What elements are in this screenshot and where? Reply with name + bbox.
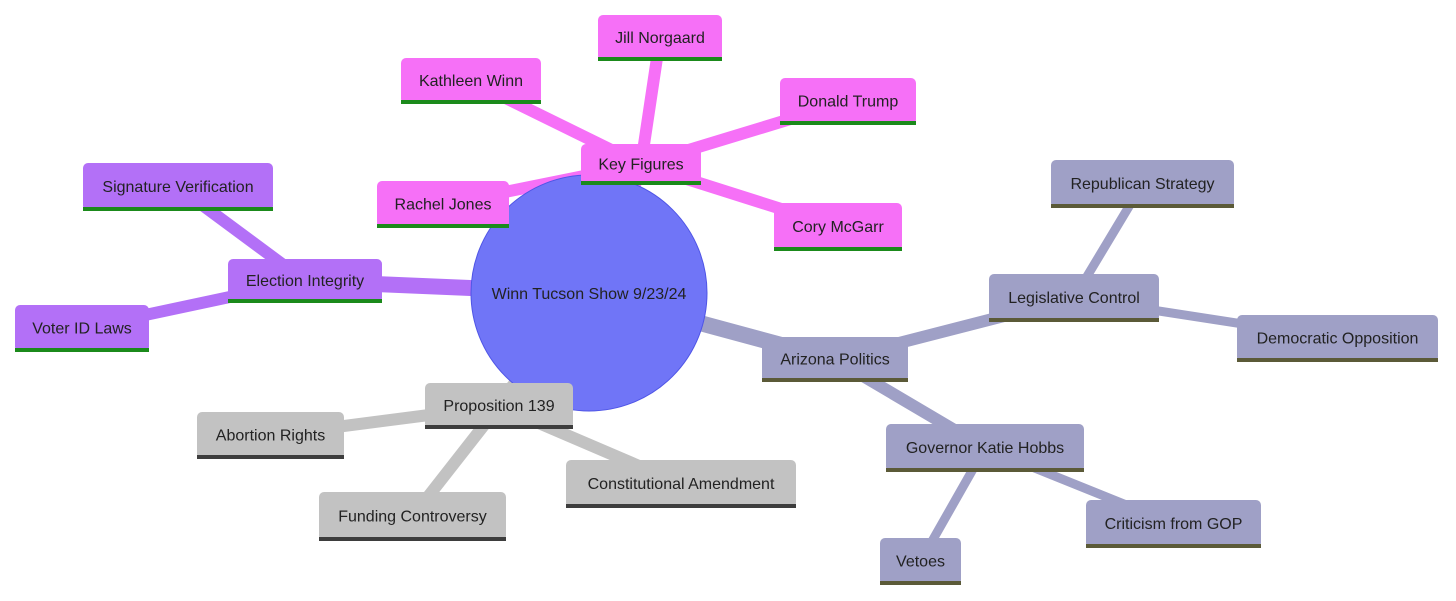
node-rachel-jones-box [377, 181, 509, 228]
branch-proposition-139-box [425, 383, 573, 429]
branch-election-integrity-box [228, 259, 382, 303]
node-constitutional-amendment-underline [566, 504, 796, 508]
node-constitutional-amendment-box [566, 460, 796, 508]
node-donald-trump-box [780, 78, 916, 125]
node-criticism-from-gop-underline [1086, 544, 1261, 548]
node-kathleen-winn-underline [401, 100, 541, 104]
node-cory-mcgarr[interactable]: Cory McGarr [774, 203, 902, 251]
node-voter-id-laws-underline [15, 348, 149, 352]
branch-arizona-politics-box [762, 337, 908, 382]
branch-arizona-politics-label: Arizona Politics [780, 352, 889, 369]
node-signature-verification-underline [83, 207, 273, 211]
node-voter-id-laws-box [15, 305, 149, 352]
node-republican-strategy-box [1051, 160, 1234, 208]
node-abortion-rights-underline [197, 455, 344, 459]
node-jill-norgaard-box [598, 15, 722, 61]
node-kathleen-winn-label: Kathleen Winn [419, 73, 523, 90]
node-governor-katie-hobbs[interactable]: Governor Katie Hobbs [886, 424, 1084, 472]
node-democratic-opposition[interactable]: Democratic Opposition [1237, 315, 1438, 362]
node-donald-trump[interactable]: Donald Trump [780, 78, 916, 125]
node-donald-trump-underline [780, 121, 916, 125]
node-legislative-control[interactable]: Legislative Control [989, 274, 1159, 322]
root-label: Winn Tucson Show 9/23/24 [492, 286, 687, 303]
node-criticism-from-gop-box [1086, 500, 1261, 548]
node-democratic-opposition-underline [1237, 358, 1438, 362]
branch-proposition-139[interactable]: Proposition 139 [425, 383, 573, 429]
node-constitutional-amendment[interactable]: Constitutional Amendment [566, 460, 796, 508]
branch-proposition-139-label: Proposition 139 [443, 398, 554, 415]
branch-key-figures-label: Key Figures [598, 157, 683, 174]
node-legislative-control-label: Legislative Control [1008, 290, 1140, 307]
branch-key-figures-underline [581, 181, 701, 185]
branch-election-integrity-underline [228, 299, 382, 303]
node-vetoes-underline [880, 581, 961, 585]
node-republican-strategy[interactable]: Republican Strategy [1051, 160, 1234, 208]
node-criticism-from-gop[interactable]: Criticism from GOP [1086, 500, 1261, 548]
node-signature-verification-box [83, 163, 273, 211]
branch-arizona-politics-underline [762, 378, 908, 382]
branch-arizona-politics[interactable]: Arizona Politics [762, 337, 908, 382]
node-jill-norgaard-underline [598, 57, 722, 61]
node-cory-mcgarr-label: Cory McGarr [792, 219, 884, 236]
node-legislative-control-underline [989, 318, 1159, 322]
node-voter-id-laws[interactable]: Voter ID Laws [15, 305, 149, 352]
node-vetoes-box [880, 538, 961, 585]
branch-key-figures-box [581, 144, 701, 185]
node-republican-strategy-underline [1051, 204, 1234, 208]
node-legislative-control-box [989, 274, 1159, 322]
branch-key-figures[interactable]: Key Figures [581, 144, 701, 185]
node-cory-mcgarr-underline [774, 247, 902, 251]
node-funding-controversy[interactable]: Funding Controversy [319, 492, 506, 541]
root-layer: Winn Tucson Show 9/23/24 [470, 174, 708, 412]
node-jill-norgaard[interactable]: Jill Norgaard [598, 15, 722, 61]
node-voter-id-laws-label: Voter ID Laws [32, 321, 132, 338]
node-vetoes[interactable]: Vetoes [880, 538, 961, 585]
node-rachel-jones[interactable]: Rachel Jones [377, 181, 509, 228]
node-governor-katie-hobbs-label: Governor Katie Hobbs [906, 440, 1064, 457]
node-kathleen-winn[interactable]: Kathleen Winn [401, 58, 541, 104]
node-rachel-jones-label: Rachel Jones [395, 197, 492, 214]
node-signature-verification-label: Signature Verification [102, 179, 253, 196]
node-abortion-rights-box [197, 412, 344, 459]
node-funding-controversy-underline [319, 537, 506, 541]
branch-proposition-139-underline [425, 425, 573, 429]
node-governor-katie-hobbs-underline [886, 468, 1084, 472]
node-funding-controversy-box [319, 492, 506, 541]
node-signature-verification[interactable]: Signature Verification [83, 163, 273, 211]
node-donald-trump-label: Donald Trump [798, 94, 899, 111]
branch-election-integrity-label: Election Integrity [246, 273, 364, 290]
node-criticism-from-gop-label: Criticism from GOP [1105, 516, 1243, 533]
node-kathleen-winn-box [401, 58, 541, 104]
node-democratic-opposition-box [1237, 315, 1438, 362]
node-republican-strategy-label: Republican Strategy [1070, 176, 1214, 193]
node-cory-mcgarr-box [774, 203, 902, 251]
node-governor-katie-hobbs-box [886, 424, 1084, 472]
node-vetoes-label: Vetoes [896, 554, 945, 571]
node-constitutional-amendment-label: Constitutional Amendment [588, 476, 775, 493]
node-rachel-jones-underline [377, 224, 509, 228]
node-abortion-rights-label: Abortion Rights [216, 428, 325, 445]
node-democratic-opposition-label: Democratic Opposition [1257, 331, 1419, 348]
node-funding-controversy-label: Funding Controversy [338, 509, 487, 526]
branch-election-integrity[interactable]: Election Integrity [228, 259, 382, 303]
node-jill-norgaard-label: Jill Norgaard [615, 30, 705, 47]
node-abortion-rights[interactable]: Abortion Rights [197, 412, 344, 459]
